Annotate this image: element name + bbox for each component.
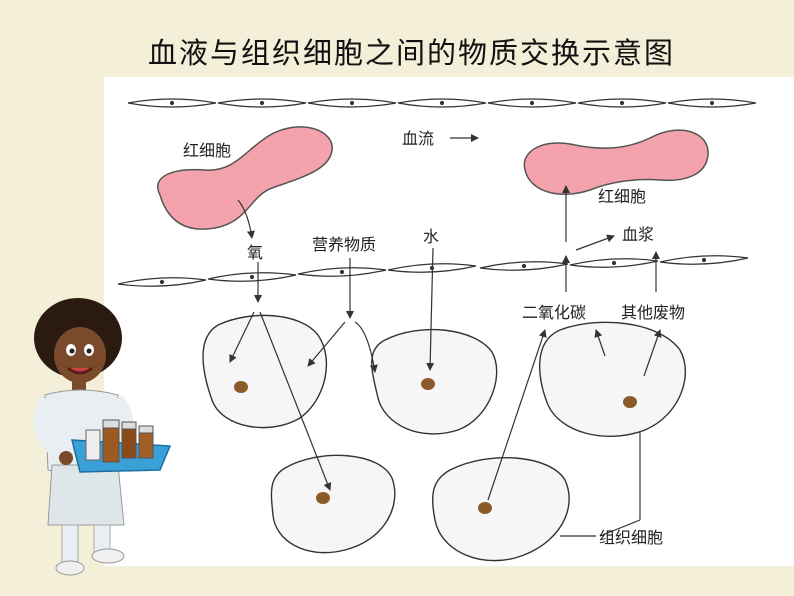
arrows [229,134,662,537]
label-nutrients: 营养物质 [312,235,376,254]
label-blood-flow: 血流 [402,129,434,148]
tissue-cell-4 [270,454,396,554]
label-co2: 二氧化碳 [522,303,586,322]
labels: 红细胞 血流 红细胞 血浆 氧 营养物质 水 二氧化碳 其他废物 组织细胞 [183,129,685,547]
page-title: 血液与组织细胞之间的物质交换示意图 [148,36,676,70]
label-waste: 其他废物 [621,303,685,322]
label-red-cell-right: 红细胞 [598,187,646,206]
tissue-cell-5 [432,456,570,562]
capillary-wall-top [127,98,757,108]
red-blood-cell-left [157,126,333,230]
label-plasma: 血浆 [622,225,654,244]
cell-nuclei [234,378,637,514]
tissue-cell-3 [539,321,687,438]
label-red-cell-left: 红细胞 [183,141,231,160]
label-tissue-cell: 组织细胞 [599,528,663,547]
label-water: 水 [423,227,439,246]
label-oxygen: 氧 [247,243,263,262]
student-character-illustration [33,298,172,576]
tissue-cell-1 [202,314,328,429]
red-blood-cell-right [523,129,709,195]
capillary-wall-bottom [117,255,749,287]
